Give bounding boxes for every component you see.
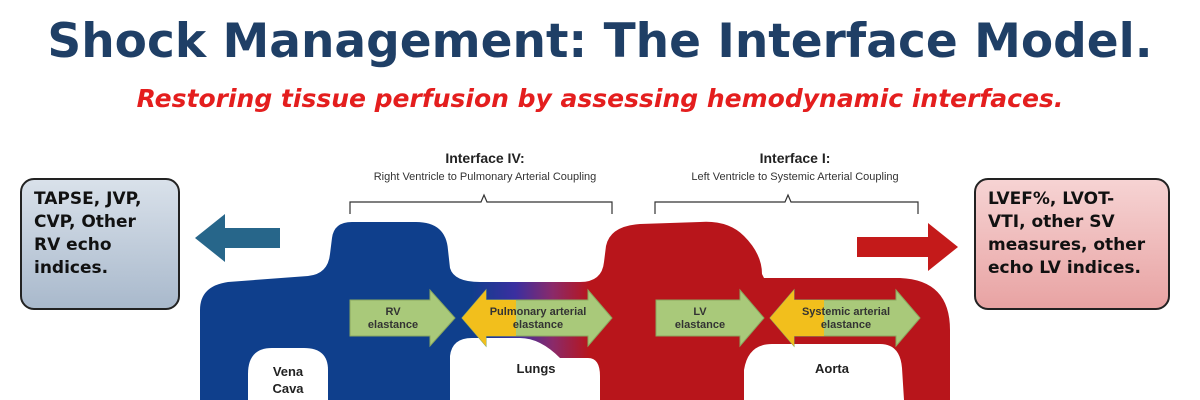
aorta-label: Aorta xyxy=(815,361,849,376)
interface-iv-bracket xyxy=(349,193,613,214)
systemic-elastance-label: Systemic arterial elastance xyxy=(801,306,891,331)
interface-iv-description: Right Ventricle to Pulmonary Arterial Co… xyxy=(373,171,597,183)
vena-cava-label: Vena Cava xyxy=(272,364,304,396)
rv-elastance-label: RV elastance xyxy=(367,306,419,331)
pulmonary-elastance-arrow-left xyxy=(462,290,486,346)
interface-iv-heading: Interface IV: xyxy=(445,150,525,166)
page-title: Shock Management: The Interface Model. xyxy=(47,14,1153,69)
lungs-label: Lungs xyxy=(516,361,556,376)
lv-elastance-arrow xyxy=(655,288,765,348)
interface-i-description: Left Ventricle to Systemic Arterial Coup… xyxy=(691,171,899,183)
lungs-cavity xyxy=(450,338,600,400)
rv-elastance-arrow xyxy=(349,288,456,348)
rv-indices-box: TAPSE, JVP, CVP, Other RV echo indices. xyxy=(20,178,180,310)
interface-i-heading: Interface I: xyxy=(759,150,831,166)
page-subtitle: Restoring tissue perfusion by assessing … xyxy=(136,84,1064,113)
systemic-elastance-arrow-left xyxy=(770,290,794,346)
lv-elastance-label: LV elastance xyxy=(674,306,726,331)
systemic-elastance-arrow-bar xyxy=(794,300,824,336)
lv-indices-box: LVEF%, LVOT- VTI, other SV measures, oth… xyxy=(974,178,1170,310)
arrow-left-icon xyxy=(195,214,280,262)
vena-cava-cavity xyxy=(248,348,328,400)
pulmonary-elastance-label: Pulmonary arterial elastance xyxy=(489,306,587,331)
arrow-right-icon xyxy=(857,223,958,271)
interface-i-bracket xyxy=(654,193,919,214)
aorta-cavity xyxy=(744,344,904,400)
pulmonary-elastance-arrow-bar xyxy=(486,300,516,336)
